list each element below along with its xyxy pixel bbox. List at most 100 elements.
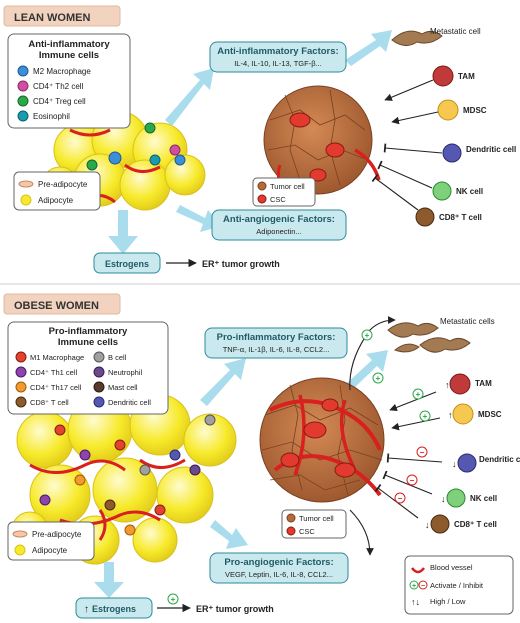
lean-adipose-item: Adipocyte	[38, 196, 74, 205]
eosinophil-icon	[17, 110, 29, 122]
adipocyte-icon	[14, 544, 26, 556]
obese-factor-bottom-list: VEGF, Leptin, IL-6, IL-8, CCL2...	[225, 570, 333, 579]
obese-tumor	[259, 377, 385, 556]
obese-immune-item: B cell	[108, 353, 127, 362]
activate-plus-glyph: +	[171, 595, 176, 604]
obese-estrogens: ↑ Estrogens + ER⁺ tumor growth	[75, 593, 274, 619]
activate-plus-icon	[167, 593, 179, 605]
obese-adipose-item: Pre-adipocyte	[32, 530, 82, 539]
lean-immune-legend: Anti-inflammatory Immune cells M2 Macrop…	[7, 33, 131, 129]
th1-cell-icon	[15, 366, 27, 378]
csc-icon	[257, 194, 267, 204]
lean-flow-arrows	[108, 30, 392, 254]
lean-right-cells: TAM MDSC Dendritic cell NK cell CD8⁺ T c…	[371, 65, 516, 227]
mdsc-icon	[437, 99, 459, 121]
obese-immune-item: Neutrophil	[108, 368, 143, 377]
obese-metastatic: Metastatic cells + +	[349, 316, 495, 391]
mdsc-icon	[452, 403, 474, 425]
inhibit-minus-icon	[406, 474, 418, 486]
obese-right-cell-label: NK cell	[470, 494, 497, 503]
inhibit-minus-glyph: −	[398, 494, 403, 503]
dendritic-cell-legend-icon	[93, 396, 105, 408]
lean-adipose-legend: Pre-adipocyte Adipocyte	[13, 171, 101, 211]
treg-cell-icon	[17, 95, 29, 107]
activate-plus-glyph: +	[365, 331, 370, 340]
obese-immune-item: CD4⁺ Th17 cell	[30, 383, 82, 392]
pre-adipocyte-icon	[18, 180, 34, 188]
inhibit-minus-icon	[418, 580, 428, 590]
obese-immune-item: Dendritic cell	[108, 398, 151, 407]
tam-icon	[449, 373, 471, 395]
obese-immune-title-2: Immune cells	[58, 337, 118, 348]
obese-factor-bottom-title: Pro-angiogenic Factors:	[224, 557, 333, 568]
lean-tumor-legend-item: Tumor cell	[270, 182, 305, 191]
lean-banner	[3, 5, 121, 27]
activate-plus-icon	[412, 388, 424, 400]
tumor-cell-icon	[286, 513, 296, 523]
activate-plus-glyph: +	[412, 583, 416, 590]
obese-right-cell-label: Dendritic cell	[479, 455, 520, 464]
tumor-cell-icon	[257, 181, 267, 191]
activate-plus-glyph: +	[416, 390, 421, 399]
obese-metastatic-label: Metastatic cells	[440, 317, 495, 326]
activate-plus-icon	[361, 329, 373, 341]
obese-adipose-item: Adipocyte	[32, 546, 68, 555]
th2-cell-icon	[17, 80, 29, 92]
lean-metastatic-label: Metastatic cell	[430, 27, 481, 36]
inhibit-minus-glyph: −	[420, 448, 425, 457]
obese-right-cells: ↑ TAM ↑ MDSC ↓ Dendritic cell ↓ NK cell …	[374, 373, 520, 534]
obese-immune-title-1: Pro-inflammatory	[49, 326, 128, 337]
lean-tumor	[263, 85, 381, 195]
obese-factor-top: Pro-inflammatory Factors: TNF-α, IL-1β, …	[204, 327, 348, 359]
obese-factor-top-title: Pro-inflammatory Factors:	[217, 332, 336, 343]
activate-plus-glyph: +	[423, 412, 428, 421]
legend-high-low: High / Low	[430, 597, 466, 606]
lean-er-growth: ER⁺ tumor growth	[202, 259, 280, 269]
high-arrow-icon: ↑	[445, 380, 450, 390]
lean-factor-bottom-title: Anti-angiogenic Factors:	[223, 214, 335, 225]
lean-right-cell-label: TAM	[458, 72, 475, 81]
lean-right-cell-label: CD8⁺ T cell	[439, 213, 482, 222]
obese-tumor-legend-item: CSC	[299, 527, 315, 536]
obese-immune-item: CD4⁺ Th1 cell	[30, 368, 78, 377]
lean-section: LEAN WOMEN Anti-inflammatory Immune cell…	[3, 5, 516, 274]
high-arrow-icon: ↑	[448, 410, 453, 420]
lean-factor-bottom-list: Adiponectin...	[256, 227, 301, 236]
obese-immune-legend: Pro-inflammatory Immune cells M1 Macroph…	[7, 321, 169, 415]
obese-tumor-legend: Tumor cell CSC	[281, 509, 347, 539]
obese-banner	[3, 293, 121, 315]
activate-plus-icon	[409, 580, 419, 590]
lean-factor-top: Anti-inflammatory Factors: IL-4, IL-10, …	[209, 41, 347, 73]
dendritic-cell-icon	[457, 453, 477, 473]
lean-immune-title-2: Immune cells	[39, 50, 99, 61]
nk-cell-icon	[446, 488, 466, 508]
obese-right-cell-label: MDSC	[478, 410, 502, 419]
low-arrow-icon: ↓	[425, 520, 430, 530]
obese-immune-item: CD8⁺ T cell	[30, 398, 69, 407]
inhibit-minus-icon	[394, 492, 406, 504]
inhibit-minus-icon	[416, 446, 428, 458]
lean-immune-item: Eosinophil	[33, 112, 70, 121]
adipocyte-icon	[20, 194, 32, 206]
m1-macrophage-icon	[15, 351, 27, 363]
obese-factor-bottom: Pro-angiogenic Factors: VEGF, Leptin, IL…	[209, 552, 349, 584]
obese-right-cell-label: CD8⁺ T cell	[454, 520, 497, 529]
obese-right-cell-label: TAM	[475, 379, 492, 388]
lean-metastatic: Metastatic cell	[391, 27, 481, 46]
lean-tumor-legend: Tumor cell CSC	[252, 177, 316, 207]
obese-immune-item: Mast cell	[108, 383, 138, 392]
high-low-arrows-icon: ↑↓	[411, 597, 420, 607]
lean-tumor-legend-item: CSC	[270, 195, 286, 204]
obese-tumor-legend-item: Tumor cell	[299, 514, 334, 523]
lean-immune-item: CD4⁺ Treg cell	[33, 97, 86, 106]
legend-blood-vessel: Blood vessel	[430, 563, 473, 572]
obese-factor-top-list: TNF-α, IL-1β, IL-6, IL-8, CCL2...	[223, 345, 330, 354]
activate-plus-icon	[372, 372, 384, 384]
legend-activate-inhibit: Activate / Inhibit	[430, 581, 484, 590]
csc-icon	[286, 526, 296, 536]
lean-factor-top-title: Anti-inflammatory Factors:	[217, 46, 338, 57]
b-cell-icon	[93, 351, 105, 363]
neutrophil-icon	[93, 366, 105, 378]
cd8-t-cell-legend-icon	[15, 396, 27, 408]
